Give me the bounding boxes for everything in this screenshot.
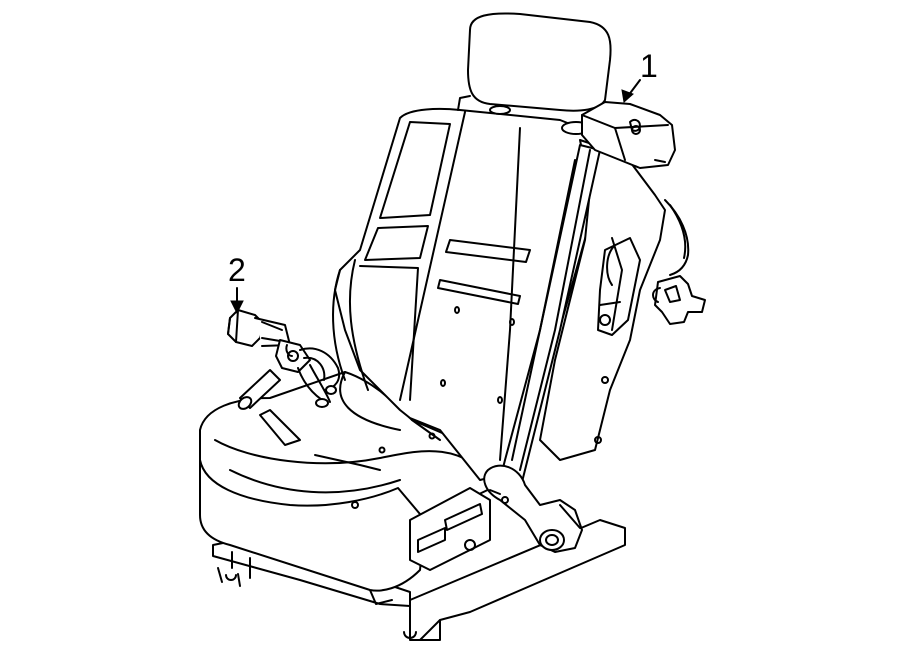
callout-2: 2	[228, 252, 246, 315]
seat-belt-buckle-part-2	[227, 309, 341, 410]
callout-2-arrowhead	[230, 300, 244, 315]
side-trim	[539, 139, 666, 461]
callout-2-label: 2	[228, 252, 246, 288]
headrest	[457, 12, 612, 135]
adjuster-panel	[409, 487, 491, 571]
belt-guide-part-1	[581, 101, 676, 169]
callout-1-arrowhead	[621, 89, 634, 103]
callout-1: 1	[621, 48, 658, 103]
belt-webbing	[483, 144, 601, 553]
callout-1-label: 1	[640, 48, 658, 84]
side-bracket	[652, 199, 706, 325]
